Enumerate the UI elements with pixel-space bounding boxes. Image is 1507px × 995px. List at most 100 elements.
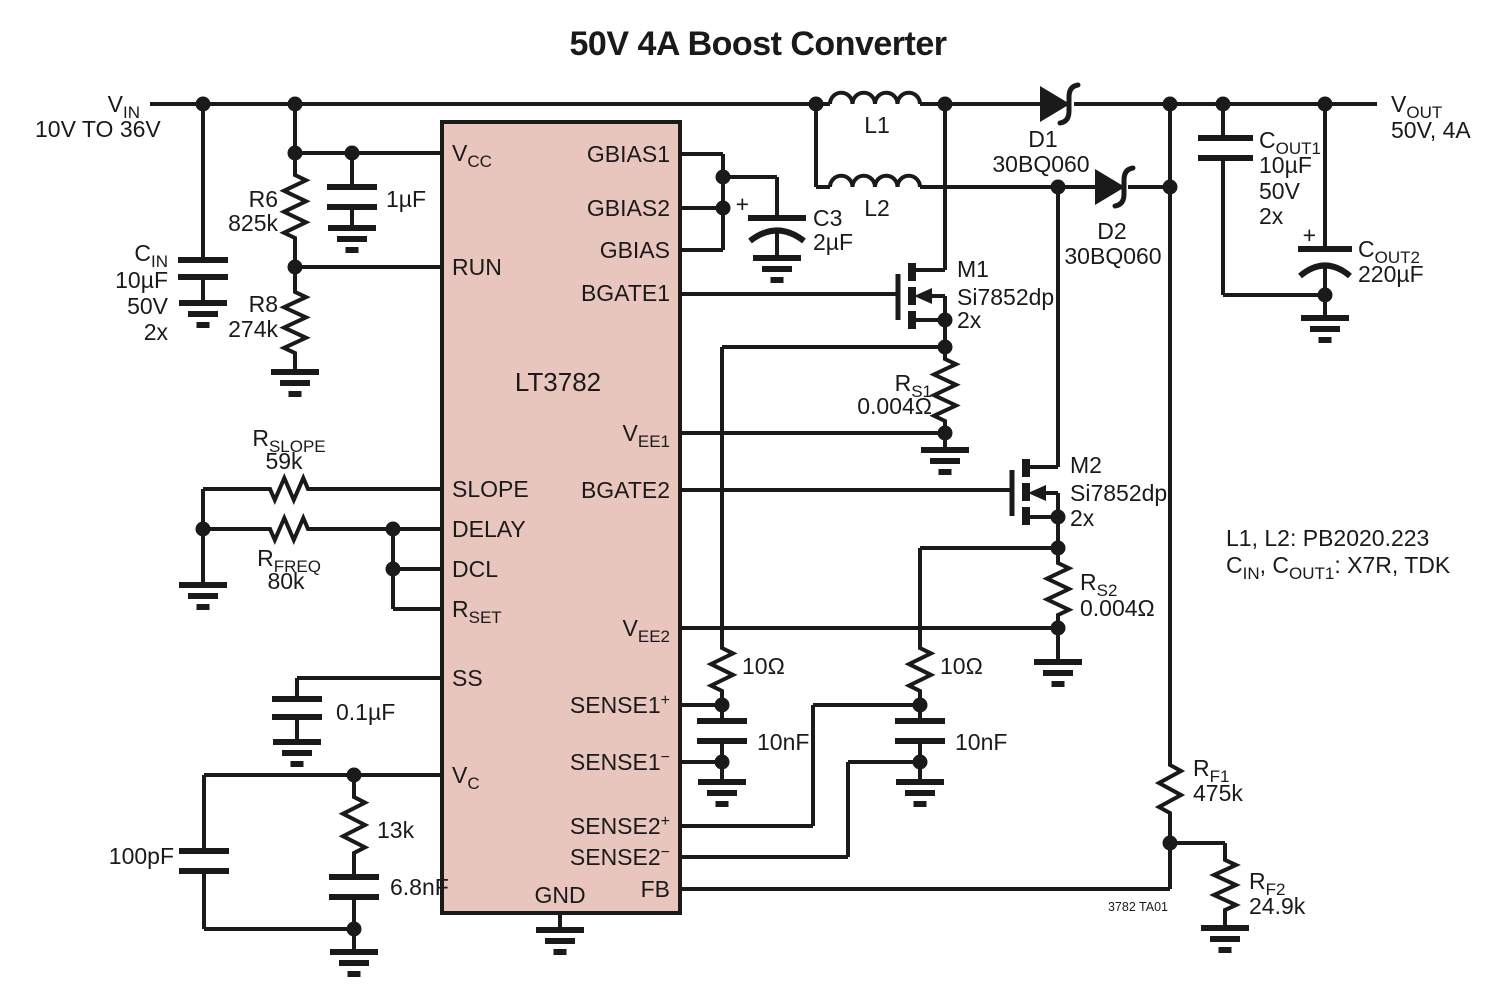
resistor-rs2 <box>1042 556 1074 622</box>
note-line2: CIN, COUT1: X7R, TDK <box>1226 552 1451 583</box>
rfreq-value-label: 80k <box>267 568 305 594</box>
resistor-rf2 <box>1209 853 1241 917</box>
rslope-value-label: 59k <box>265 448 303 474</box>
ground-vc <box>330 952 378 974</box>
pin-ss: SS <box>452 665 483 691</box>
ground-ic <box>536 930 584 952</box>
rfreq-label: RFREQ <box>257 545 321 576</box>
capacitor-1uf <box>327 184 377 210</box>
rs2-value-label: 0.004Ω <box>1080 595 1155 621</box>
c100pf-value-label: 100pF <box>109 843 174 869</box>
pin-sense1-plus: SENSE1+ <box>570 692 670 718</box>
rf1-value-label: 475k <box>1193 780 1243 806</box>
resistor-rfreq <box>263 512 315 546</box>
rf2-label: RF2 <box>1249 868 1285 899</box>
l2-label: L2 <box>864 195 890 221</box>
component-labels: VIN 10V TO 36V CIN 10µF 50V 2x R6 825k 1… <box>35 91 1471 919</box>
r10ohm1-value-label: 10Ω <box>742 653 785 679</box>
m2-label: M2 <box>1070 452 1102 478</box>
r8-label: R8 <box>249 291 278 317</box>
vout-label: VOUT <box>1391 91 1442 122</box>
rs2-label: RS2 <box>1080 569 1117 600</box>
capacitor-0p1uf <box>272 696 322 720</box>
d1-part-label: 30BQ060 <box>992 151 1089 177</box>
l1-label: L1 <box>864 112 890 138</box>
inductor-l1: L1 <box>828 90 922 138</box>
r8-value-label: 274k <box>228 316 278 342</box>
rs1-label: RS1 <box>895 370 932 401</box>
ground-r8 <box>271 372 319 394</box>
rf1-label: RF1 <box>1193 755 1229 786</box>
diode-d2: D2 30BQ060 <box>1064 165 1162 269</box>
figure-id-label: 3782 TA01 <box>1108 900 1168 914</box>
rslope-label: RSLOPE <box>252 425 325 456</box>
vin-range-label: 10V TO 36V <box>35 116 161 142</box>
ground-rs1 <box>921 450 969 472</box>
capacitor-cout1 <box>1198 135 1253 161</box>
pin-vcc: VCC <box>452 140 492 171</box>
ground-cin <box>179 303 227 325</box>
resistor-rs1 <box>929 352 961 428</box>
ground-c3 <box>753 258 801 280</box>
pin-fb: FB <box>641 876 670 902</box>
pin-gbias2: GBIAS2 <box>587 195 670 221</box>
r13k-value-label: 13k <box>377 817 415 843</box>
ic-part-label: LT3782 <box>515 367 601 397</box>
pin-gbias: GBIAS <box>600 237 670 263</box>
capacitor-10nf-2 <box>895 718 945 744</box>
cin-value-label: 10µF <box>115 267 168 293</box>
ic-pin-labels: VCC RUN SLOPE DELAY DCL RSET SS VC GBIAS… <box>452 140 670 908</box>
r6-value-label: 825k <box>228 210 278 236</box>
ground-rs2 <box>1034 662 1082 684</box>
d2-part-label: 30BQ060 <box>1064 243 1161 269</box>
pin-sense1-minus: SENSE1− <box>570 749 670 775</box>
m1-qty-label: 2x <box>957 307 982 333</box>
resistor-10ohm-2 <box>904 641 936 698</box>
resistors <box>263 168 1241 917</box>
d2-label: D2 <box>1097 218 1126 244</box>
cin-label: CIN <box>134 240 168 271</box>
vin-label: VIN <box>108 91 140 122</box>
capacitors <box>178 135 1352 900</box>
mosfet-m2: M2 Si7852dp 2x <box>1009 452 1167 531</box>
mosfet-m1: M1 Si7852dp 2x <box>895 256 1054 333</box>
css-value-label: 0.1µF <box>336 699 395 725</box>
cout1-qty-label: 2x <box>1259 203 1284 229</box>
pin-gnd: GND <box>534 882 585 908</box>
m2-qty-label: 2x <box>1070 505 1095 531</box>
resistor-rf1 <box>1154 758 1186 820</box>
pin-vee2: VEE2 <box>623 615 670 646</box>
rf2-value-label: 24.9k <box>1249 893 1306 919</box>
junction-dots <box>195 96 1333 937</box>
capacitor-c3 <box>748 215 806 244</box>
pin-run: RUN <box>452 254 502 280</box>
resistor-r8 <box>279 285 311 360</box>
pin-gbias1: GBIAS1 <box>587 141 670 167</box>
ground-sense1 <box>698 782 746 804</box>
c10nf2-value-label: 10nF <box>955 729 1007 755</box>
ground-sense2 <box>896 782 944 804</box>
cout2-plus-sign: + <box>1303 222 1316 248</box>
cout1-value-label: 10µF <box>1259 152 1312 178</box>
pin-slope: SLOPE <box>452 476 529 502</box>
resistor-10ohm-1 <box>706 641 738 698</box>
capacitor-10nf-1 <box>697 718 747 744</box>
ground-rfreq <box>179 585 227 607</box>
note-line1: L1, L2: PB2020.223 <box>1226 525 1429 551</box>
cout1-label: COUT1 <box>1259 127 1321 158</box>
ground-cout <box>1301 318 1349 340</box>
pin-bgate1: BGATE1 <box>581 280 670 306</box>
diode-d1: D1 30BQ060 <box>992 82 1090 177</box>
pin-vc: VC <box>452 762 480 793</box>
inductor-l2: L2 <box>828 173 922 221</box>
pin-bgate2: BGATE2 <box>581 477 670 503</box>
resistor-r6 <box>279 168 311 245</box>
c3-label: C3 <box>813 205 842 231</box>
resistor-rslope <box>263 472 315 506</box>
pin-rset: RSET <box>452 596 502 627</box>
pin-sense2-plus: SENSE2+ <box>570 813 670 839</box>
vout-rating-label: 50V, 4A <box>1391 117 1471 143</box>
m2-part-label: Si7852dp <box>1070 480 1167 506</box>
pin-sense2-minus: SENSE2− <box>570 844 670 870</box>
